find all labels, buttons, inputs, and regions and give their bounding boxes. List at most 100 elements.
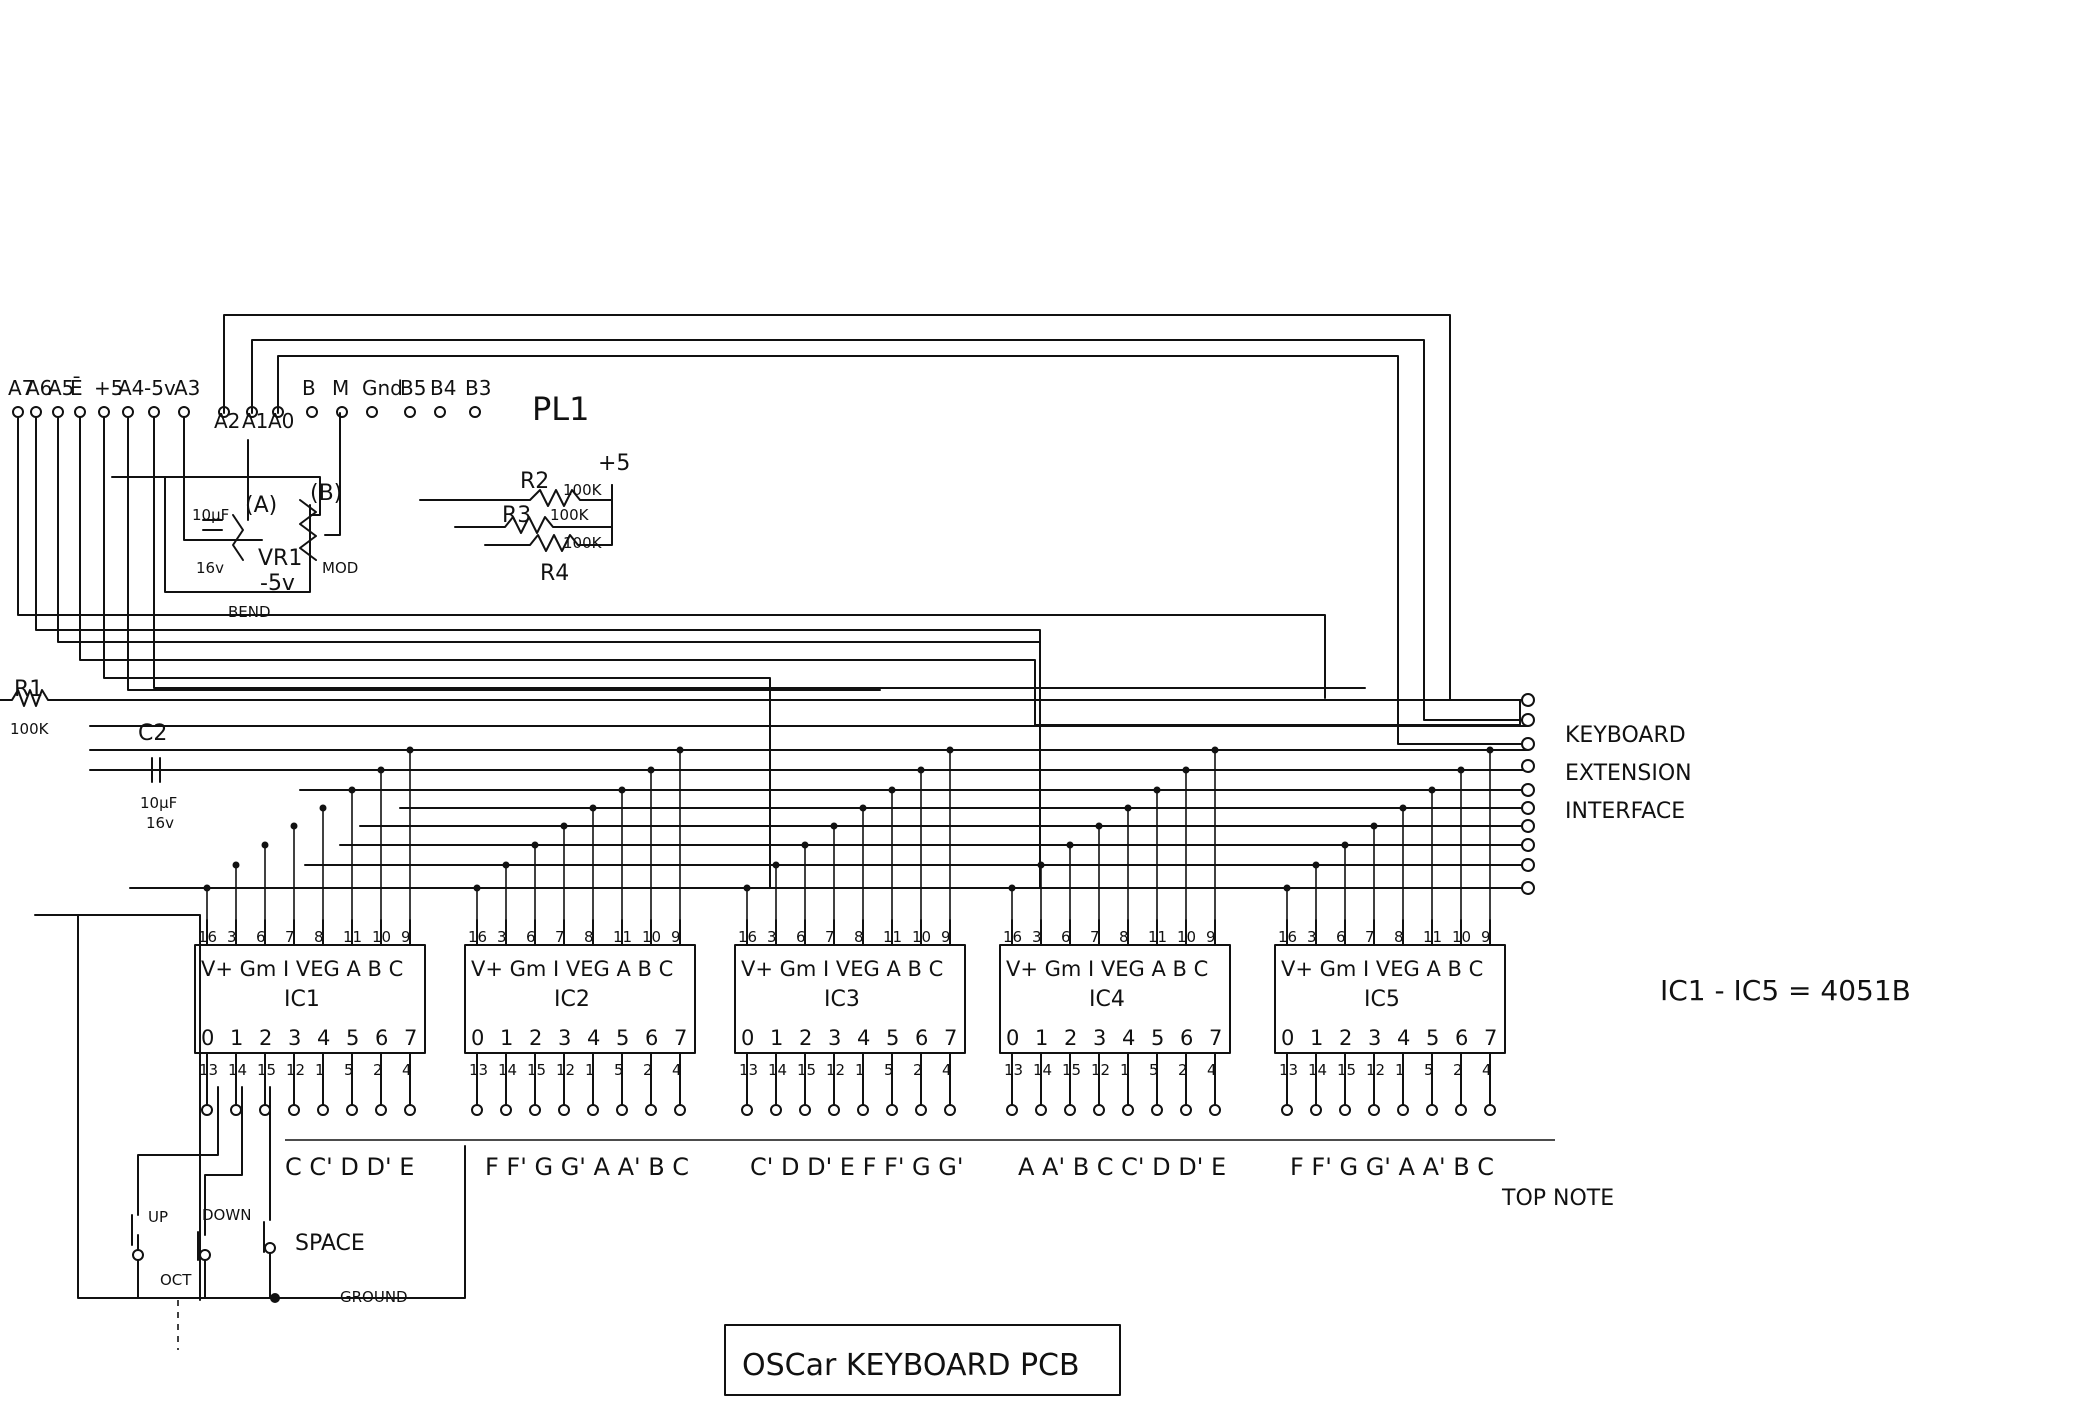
ic-top-pin-number: 8 [1119,928,1129,946]
ic-output-terminal [857,1104,869,1116]
ic-top-pin-number: 8 [584,928,594,946]
ic-bottom-pin-name: 5 [1426,1026,1439,1050]
ic-top-pin-number: 8 [854,928,864,946]
connector-pin-label: A3 [174,376,200,400]
ic-top-pin-number: 16 [738,928,757,946]
ic-top-pin-number: 6 [1061,928,1071,946]
r1-c2-section: R1 100K C2 10µF 16v [0,677,201,832]
ic-bottom-pin-number: 12 [1366,1061,1385,1079]
ic-name: IC3 [824,987,860,1012]
ic-top-pin-number: 11 [1423,928,1442,946]
junction-dot [473,884,481,892]
ic-bottom-pin-name: 0 [741,1026,754,1050]
ic-bottom-pin-number: 15 [1062,1061,1081,1079]
connector-pin-terminal [404,406,416,418]
junction-dot [232,861,240,869]
junction-dot [1008,884,1016,892]
bus-terminal [1521,783,1535,797]
ic-top-pin-number: 6 [1336,928,1346,946]
ic-output-terminal [404,1104,416,1116]
junction-dot [917,766,925,774]
bend-label: BEND [228,603,271,621]
ic-bottom-pin-number: 12 [826,1061,845,1079]
ic-output-terminal [1339,1104,1351,1116]
junction-dot [772,861,780,869]
ic-bottom-pin-name: 0 [201,1026,214,1050]
connector-pin-label: -5v [144,376,176,400]
connector-pin-terminal [306,406,318,418]
ic-bottom-pin-number: 1 [1395,1061,1405,1079]
ic-output-terminal [770,1104,782,1116]
ic-bottom-pin-number: 13 [469,1061,488,1079]
ic-top-pin-number: 3 [227,928,237,946]
bus-terminal [1521,693,1535,707]
ic-output-terminal [201,1104,213,1116]
ic-bottom-pin-number: 5 [1149,1061,1159,1079]
ic-top-pin-number: 9 [401,928,411,946]
junction-dot [647,766,655,774]
ic-bottom-pin-name: 2 [1339,1026,1352,1050]
vr1-supply: -5v [260,571,295,596]
connector-name: PL1 [532,390,589,428]
ic-4: V+ Gm I VEG A B CIC416013311462157312841… [999,746,1231,1116]
ic-top-pin-number: 7 [1365,928,1375,946]
ic-bottom-pin-name: 2 [259,1026,272,1050]
ic-output-terminal [799,1104,811,1116]
ic-note-labels: C' D D' E F F' G G' [750,1153,963,1181]
ic-bottom-pin-number: 1 [585,1061,595,1079]
junction-dot [319,804,327,812]
bus-label-interface: INTERFACE [1565,799,1685,824]
ic-top-pin-number: 11 [1148,928,1167,946]
ic-bottom-pin-number: 2 [1453,1061,1463,1079]
ic-top-pin-number: 6 [526,928,536,946]
ic-bottom-pin-name: 5 [616,1026,629,1050]
bus-terminal [1521,759,1535,773]
ic-top-pin-number: 7 [1090,928,1100,946]
connector-pin-label: B4 [430,376,456,400]
connector-pin-terminal [98,406,110,418]
connector-pin-label: A7 [8,376,34,400]
c2-voltage: 16v [146,814,174,832]
connector-pin-label: A4 [118,376,144,400]
junction-dot [1486,746,1494,754]
ic-body [464,944,696,1054]
ic-output-terminal [1180,1104,1192,1116]
bus-terminal [1521,801,1535,815]
junction-dot [377,766,385,774]
connector-pin-label: A1 [242,409,268,433]
ic-output-terminal [1064,1104,1076,1116]
ic-name: IC2 [554,987,590,1012]
ic-output-terminal [1397,1104,1409,1116]
junction-dot [560,822,568,830]
connector-pin-label: B [302,376,316,400]
ic-top-pin-number: 7 [285,928,295,946]
ic-bottom-pin-number: 12 [1091,1061,1110,1079]
ic-top-pin-number: 6 [256,928,266,946]
ic-bottom-pin-name: 5 [886,1026,899,1050]
ic-output-terminal [529,1104,541,1116]
r1-value: 100K [10,720,50,738]
ic-bottom-pin-name: 4 [317,1026,330,1050]
junction-dot [1211,746,1219,754]
junction-dot [888,786,896,794]
ic-output-terminal [500,1104,512,1116]
ic-bottom-pin-name: 6 [915,1026,928,1050]
ic-top-pin-number: 6 [796,928,806,946]
ic-output-terminal [346,1104,358,1116]
ic-bottom-pin-name: 5 [1151,1026,1164,1050]
r3-label: R3 [502,503,531,528]
junction-dot [1124,804,1132,812]
ic-output-terminal [1093,1104,1105,1116]
ground-label: GROUND [340,1288,408,1306]
ic-bottom-pin-number: 12 [556,1061,575,1079]
bus-terminal [1521,858,1535,872]
junction-dot [946,746,954,754]
ic-bottom-pin-name: 5 [346,1026,359,1050]
ic-top-pin-number: 10 [912,928,931,946]
ic-bottom-pin-name: 2 [799,1026,812,1050]
ic-top-pin-number: 16 [468,928,487,946]
ic-bottom-pin-number: 13 [199,1061,218,1079]
ic-bottom-pin-name: 6 [645,1026,658,1050]
ic-bottom-pin-number: 2 [1178,1061,1188,1079]
